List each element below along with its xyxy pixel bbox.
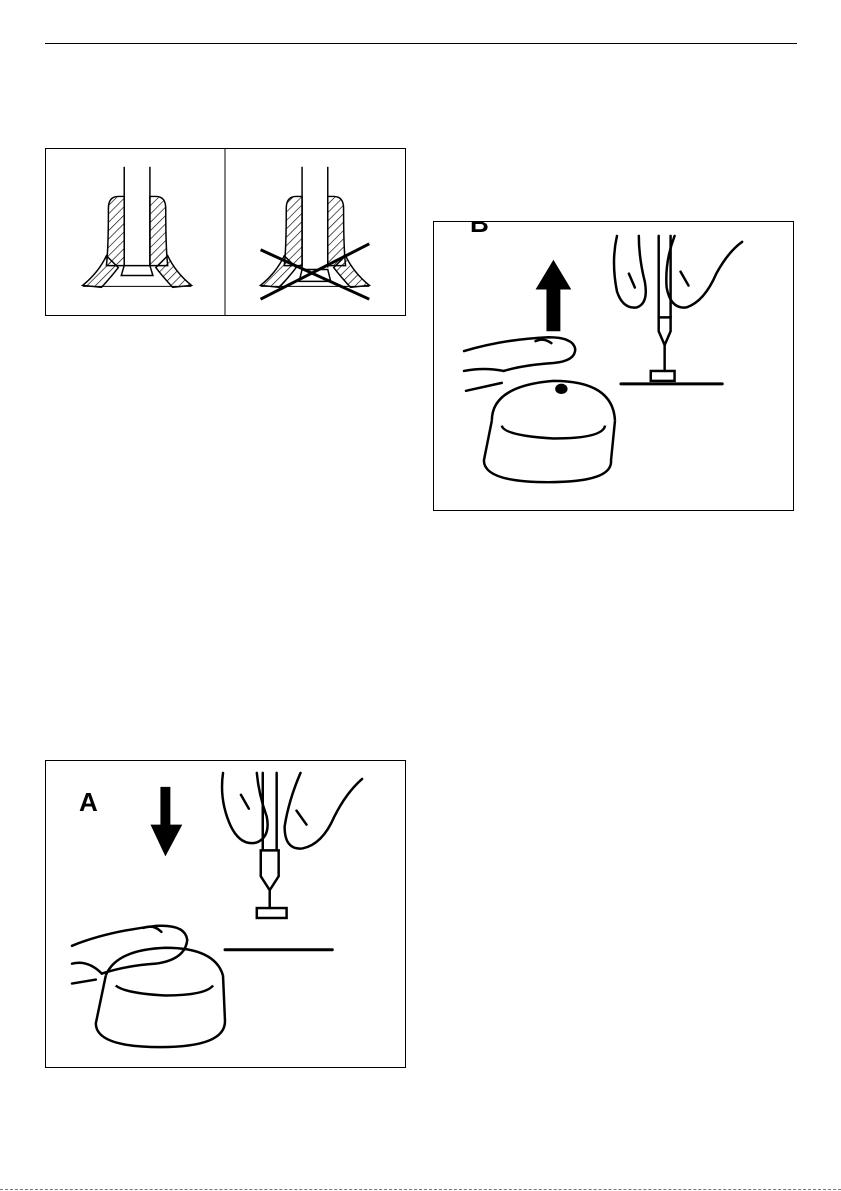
hand-with-screwdriver-drawing (222, 773, 362, 950)
arrow-down-icon (150, 787, 182, 857)
valve-incorrect-drawing (261, 167, 370, 288)
valve-correct-drawing (83, 167, 192, 288)
header-rule (45, 43, 797, 44)
valve-comparison-figure (45, 148, 406, 316)
hand-with-screwdriver-drawing (614, 236, 742, 384)
knob-drawing (484, 381, 615, 482)
footer-rule (0, 1189, 841, 1190)
step-a-figure: A (45, 760, 406, 1068)
step-b-figure: B (433, 221, 794, 511)
arrow-up-icon (536, 260, 572, 332)
finger-drawing (464, 337, 575, 391)
